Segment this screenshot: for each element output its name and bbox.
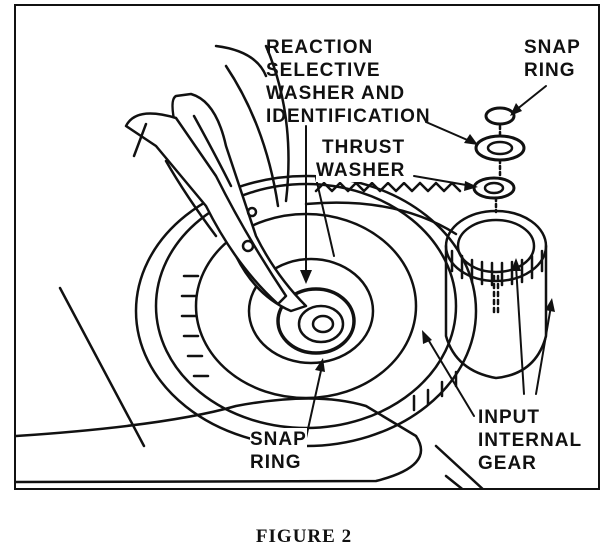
leader-snap-ring-top bbox=[515, 85, 547, 111]
label-snap-ring-top: SNAP RING bbox=[524, 36, 581, 82]
arrowhead-identification bbox=[464, 134, 478, 145]
transmission-illustration bbox=[16, 44, 555, 488]
base-plate bbox=[16, 397, 423, 484]
leader-input-2 bbox=[515, 265, 525, 395]
reaction-washer-part bbox=[474, 134, 526, 162]
label-input-internal-gear: INPUT INTERNAL GEAR bbox=[478, 406, 583, 475]
arrowhead-snap-ring-bottom bbox=[315, 358, 325, 372]
arrowhead-thrust-washer bbox=[464, 181, 478, 191]
leader-thrust bbox=[315, 177, 335, 257]
leader-input-3 bbox=[535, 305, 552, 395]
leader-thrust-washer bbox=[413, 175, 473, 187]
label-thrust-washer: THRUST WASHER bbox=[316, 136, 406, 182]
snap-ring-part bbox=[484, 106, 516, 126]
figure-caption: FIGURE 2 bbox=[255, 526, 353, 547]
arrowhead-snap-ring-top bbox=[510, 103, 522, 116]
leader-identification bbox=[425, 121, 473, 143]
leader-snap-ring-bottom bbox=[305, 365, 323, 439]
thrust-washer-part bbox=[472, 176, 516, 200]
snap-ring-installed bbox=[276, 287, 356, 355]
label-reaction-selective-washer: REACTION SELECTIVE WASHER AND IDENTIFICA… bbox=[266, 37, 431, 127]
diagram-frame: REACTION SELECTIVE WASHER AND IDENTIFICA… bbox=[14, 4, 600, 490]
arrowhead-input bbox=[422, 330, 432, 344]
leader-input-1 bbox=[425, 335, 475, 417]
case-outline bbox=[58, 286, 146, 448]
arrowhead-reaction bbox=[300, 270, 312, 284]
label-snap-ring-bottom: SNAP RING bbox=[250, 428, 307, 474]
gear-teeth bbox=[314, 181, 462, 193]
